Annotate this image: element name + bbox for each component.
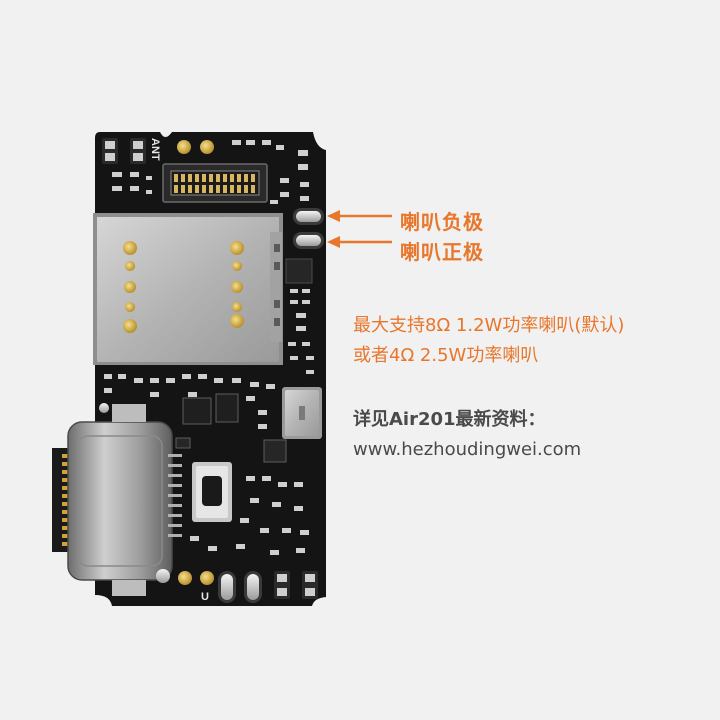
speaker-support-note: 最大支持8Ω 1.2W功率喇叭(默认) 或者4Ω 2.5W功率喇叭 (353, 311, 624, 371)
info-note: 详见Air201最新资料： www.hezhoudingwei.com (353, 405, 581, 465)
bottom-pad (156, 569, 170, 583)
gold-pad (200, 140, 214, 154)
smd-components-right (285, 258, 314, 374)
speaker-positive-label: 喇叭正极 (400, 240, 484, 264)
ant-pads (102, 138, 146, 164)
ic-chip (175, 393, 287, 463)
support-line-1: 最大支持8Ω 1.2W功率喇叭(默认) (353, 315, 625, 336)
info-url: www.hezhoudingwei.com (353, 439, 582, 460)
smd-components-bottom (190, 476, 309, 555)
bottom-rect-pads (274, 571, 318, 599)
silkscreen-u: U (201, 591, 209, 603)
speaker-negative-pad (293, 208, 324, 225)
shield-gold-contacts (123, 241, 244, 333)
bottom-pad (200, 571, 214, 585)
usb-c-connector (52, 404, 182, 596)
info-heading: 详见Air201最新资料： (353, 409, 546, 430)
mount-pad-left (99, 403, 109, 413)
tactile-button (192, 462, 232, 522)
arrow-speaker-negative (327, 210, 392, 222)
fpc-connector (162, 163, 268, 203)
silkscreen-ant: ANT (149, 138, 161, 161)
smd-components-middle (104, 374, 275, 429)
smd-components-top (112, 140, 309, 204)
speaker-negative-label: 喇叭负极 (400, 210, 484, 234)
arrow-speaker-positive (327, 236, 392, 248)
speaker-positive-pad (293, 232, 324, 249)
metal-component (282, 387, 322, 439)
metal-shield (93, 213, 283, 365)
support-line-2: 或者4Ω 2.5W功率喇叭 (353, 345, 539, 366)
bottom-oval-pads (218, 571, 262, 603)
bottom-pad (178, 571, 192, 585)
gold-pad (177, 140, 191, 154)
